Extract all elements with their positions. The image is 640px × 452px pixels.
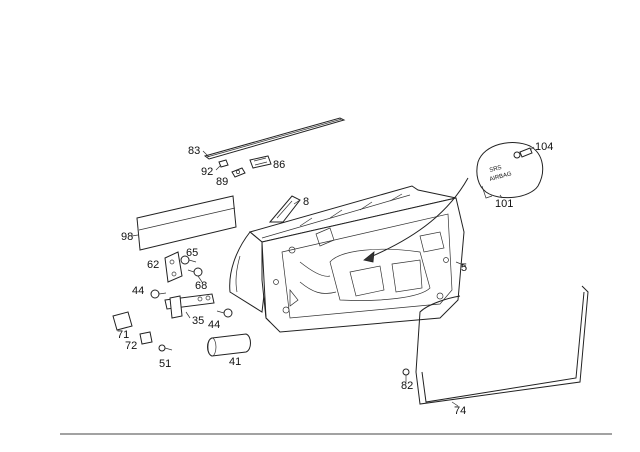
label-92: 92	[201, 166, 213, 178]
leader-5	[455, 261, 467, 267]
part-98-sheet	[136, 195, 237, 251]
part-89-clip	[231, 167, 246, 178]
label-82: 82	[401, 380, 413, 392]
label-89: 89	[216, 176, 228, 188]
assembly-arrow	[367, 177, 469, 259]
label-35: 35	[192, 315, 204, 327]
part-41-plug	[207, 333, 251, 357]
part-82-pin	[402, 368, 410, 382]
part-62-hinge-block	[164, 251, 183, 283]
leader-104	[529, 146, 535, 151]
leader-83	[202, 150, 210, 158]
part-51-screw	[158, 344, 173, 352]
airbag-text-line1: SRS	[489, 165, 502, 174]
label-62: 62	[147, 259, 159, 271]
leader-35	[185, 311, 191, 319]
part-8-window-frame	[268, 195, 301, 223]
label-86: 86	[273, 159, 285, 171]
part-74-door-seal	[415, 285, 589, 405]
arrow-head	[363, 251, 375, 263]
part-35-check-strap	[164, 293, 215, 319]
leader-98	[131, 234, 139, 237]
label-98: 98	[121, 231, 133, 243]
leader-101	[499, 194, 503, 199]
label-41: 41	[229, 356, 241, 368]
part-68-bolt	[187, 267, 203, 277]
label-101: 101	[495, 198, 513, 210]
label-5: 5	[461, 262, 467, 274]
label-44-upper: 44	[132, 285, 144, 297]
label-68: 68	[195, 280, 207, 292]
label-44-lower: 44	[208, 319, 220, 331]
label-83: 83	[188, 145, 200, 157]
part-44-lower-bolt	[216, 308, 233, 318]
label-65: 65	[186, 247, 198, 259]
part-5-door-shell	[229, 185, 465, 333]
leader-74	[451, 401, 459, 407]
part-71-buffer	[112, 311, 133, 331]
label-74: 74	[454, 405, 466, 417]
part-72-clip	[139, 331, 153, 345]
part-44-upper-bolt	[150, 289, 167, 299]
leader-92	[215, 164, 222, 171]
label-72: 72	[125, 340, 137, 352]
label-104: 104	[535, 141, 553, 153]
label-71: 71	[117, 329, 129, 341]
part-104-screw	[513, 147, 533, 159]
label-51: 51	[159, 358, 171, 370]
label-8: 8	[303, 196, 309, 208]
leader-68	[197, 275, 203, 283]
airbag-text-line2: AIRBAG	[489, 171, 513, 183]
part-65-bolt	[180, 255, 197, 265]
part-101-airbag-module: SRS AIRBAG	[476, 142, 544, 199]
part-83-strip	[203, 117, 346, 160]
part-86-trim	[249, 155, 272, 169]
leader-8	[293, 199, 301, 205]
